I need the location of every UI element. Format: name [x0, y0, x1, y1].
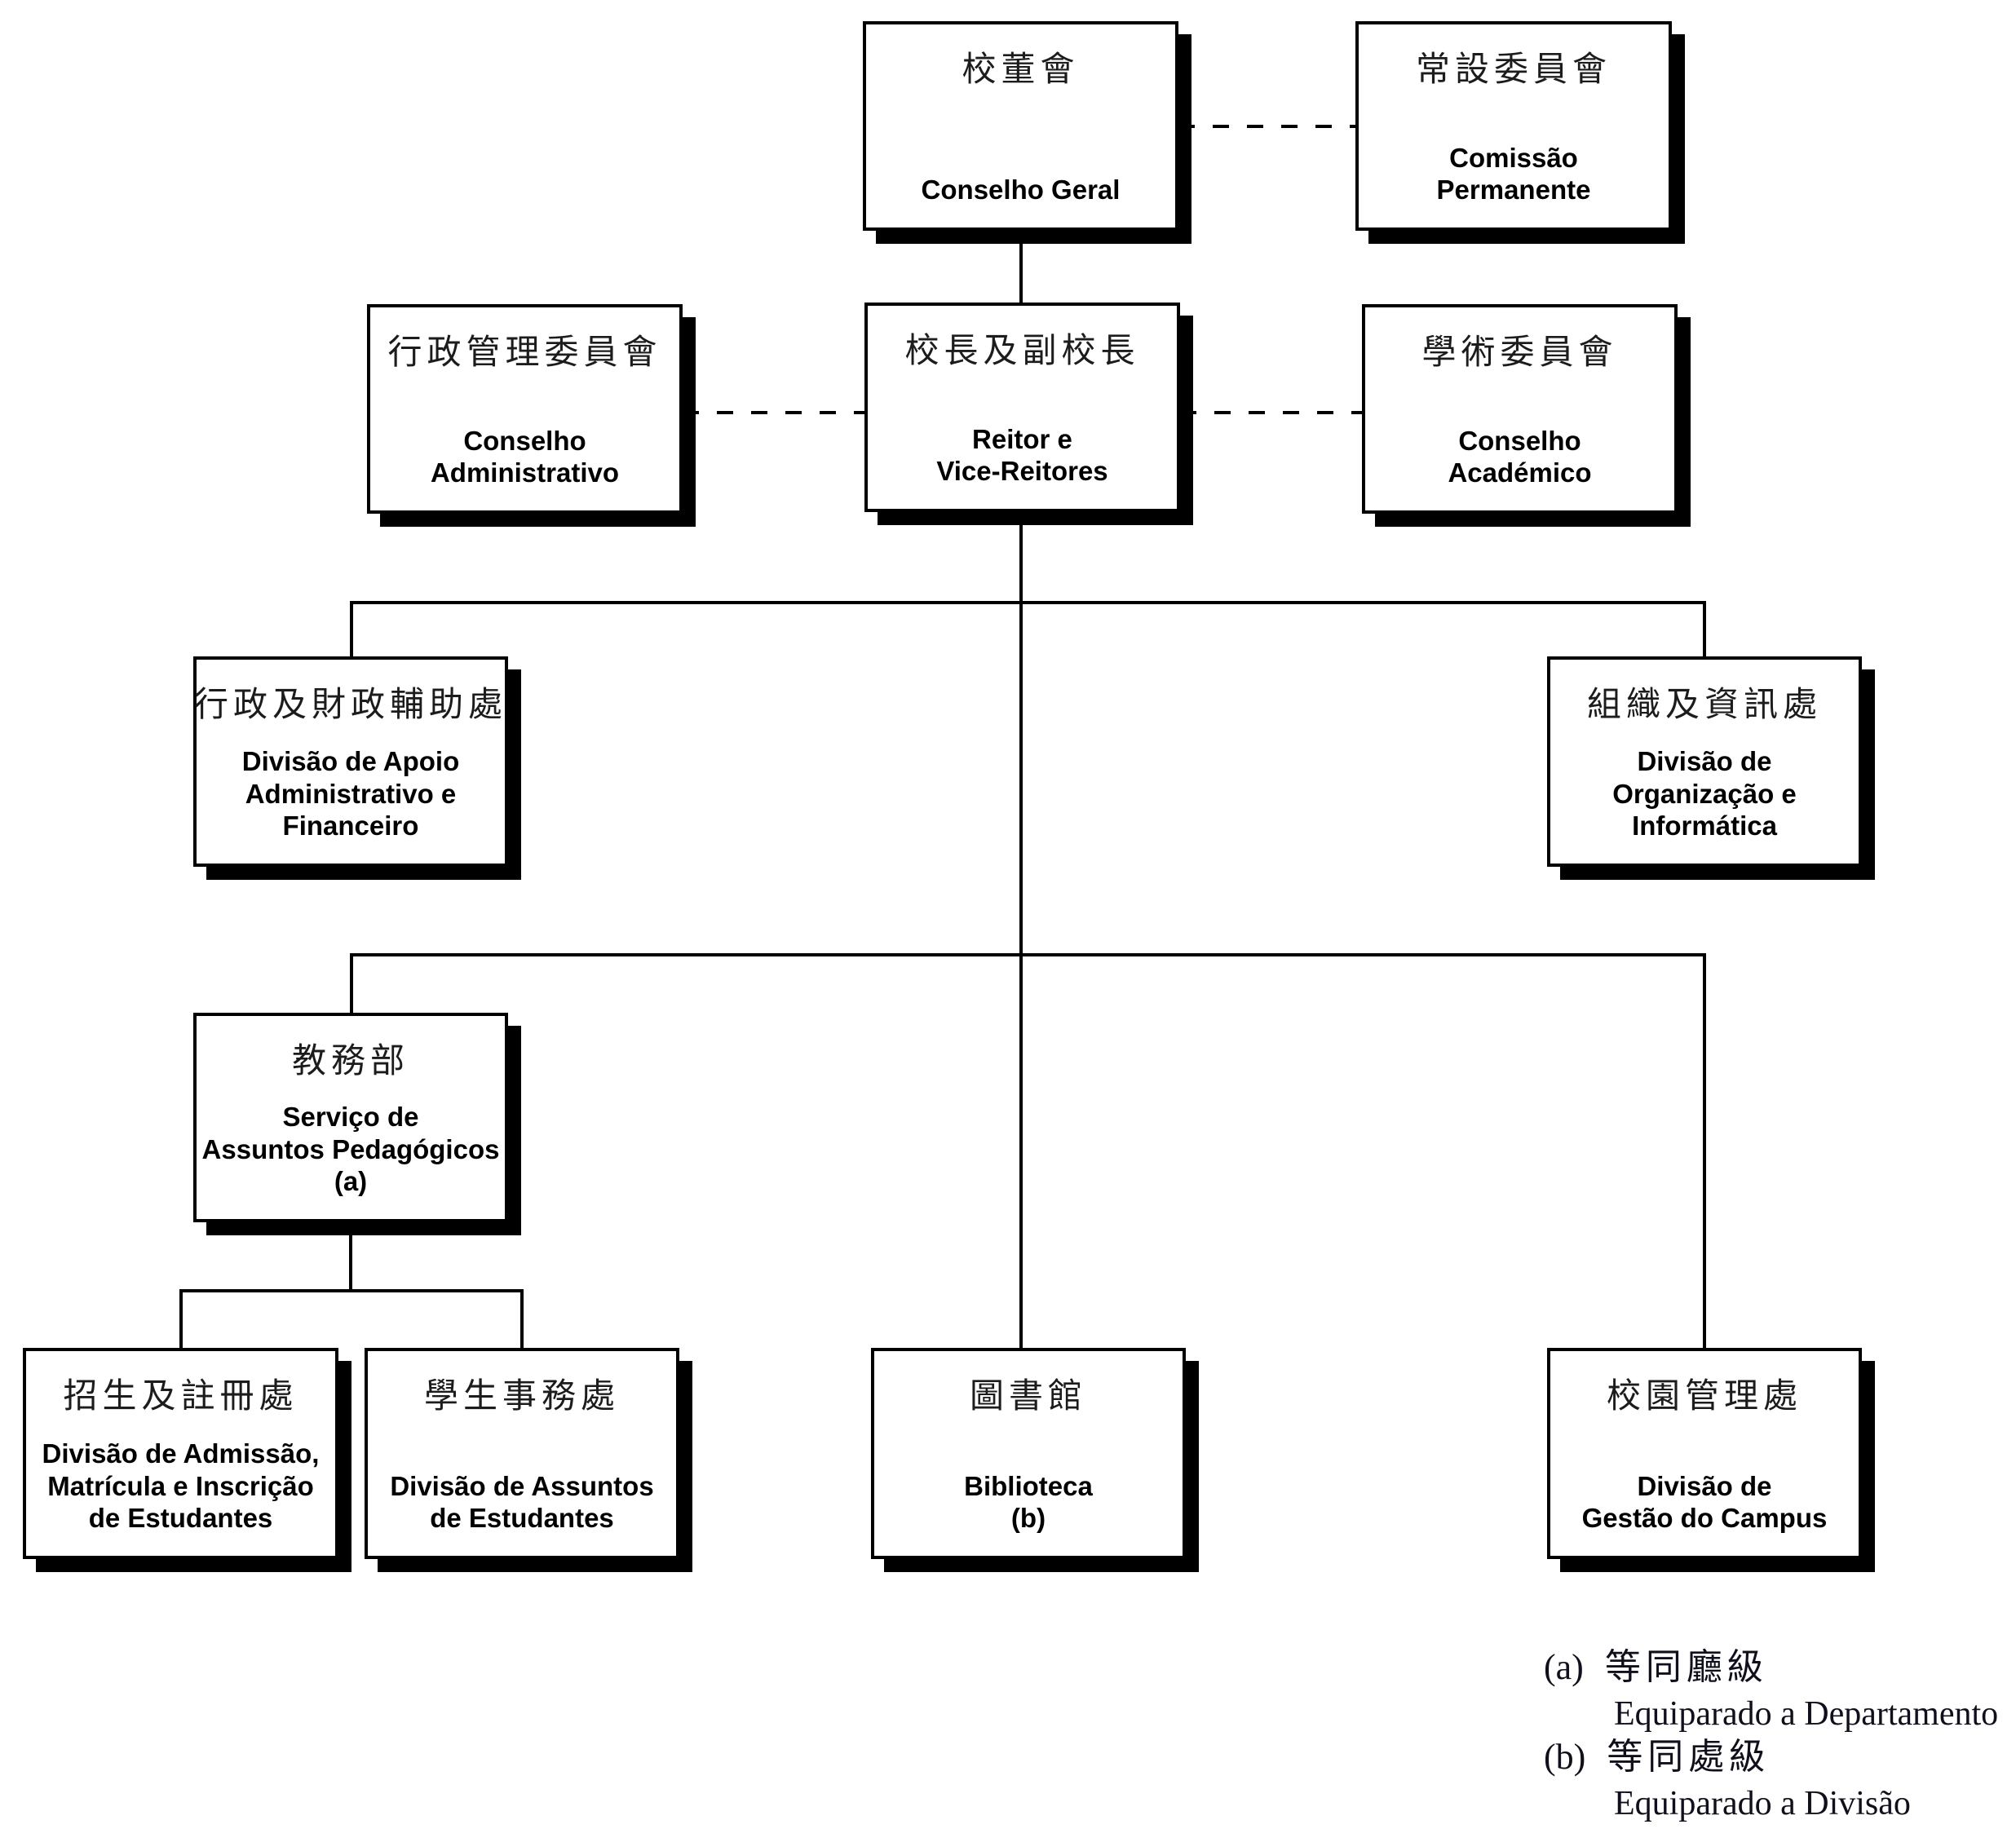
box-reitor-e-vice-reitores: 校長及副校長 Reitor e Vice-Reitores [864, 303, 1180, 512]
legend-item-b: (b) 等同處級 Equiparado a Divisão [1544, 1727, 1911, 1823]
box-divisao-assuntos-estudantes: 學生事務處 Divisão de Assuntos de Estudantes [365, 1348, 679, 1559]
legend-text-pt: Equiparado a Divisão [1614, 1785, 1911, 1822]
box-divisao-organizacao-informatica: 組織及資訊處 Divisão de Organização e Informát… [1547, 656, 1862, 867]
box-title-pt: Divisão de Organização e Informática [1612, 746, 1797, 841]
box-title-zh: 學術委員會 [1421, 333, 1618, 371]
legend-row: (b) 等同處級 [1544, 1727, 1911, 1779]
legend-marker: (a) [1544, 1647, 1584, 1687]
box-title-zh: 校董會 [962, 50, 1080, 88]
box-biblioteca: 圖書館 Biblioteca (b) [871, 1348, 1186, 1559]
box-title-pt: Divisão de Apoio Administrativo e Financ… [241, 746, 460, 841]
legend-row: (a) 等同廳級 [1544, 1637, 1998, 1690]
box-title-zh: 學生事務處 [423, 1376, 620, 1415]
box-divisao-admissao-matricula-inscricao: 招生及註冊處 Divisão de Admissão, Matrícula e … [23, 1348, 338, 1559]
box-comissao-permanente: 常設委員會 Comissão Permanente [1355, 21, 1672, 231]
box-divisao-apoio-administrativo-financeiro: 行政及財政輔助處 Divisão de Apoio Administrativo… [193, 656, 508, 867]
box-title-zh: 常設委員會 [1415, 50, 1611, 88]
box-title-pt: Biblioteca (b) [964, 1470, 1093, 1534]
legend-marker: (b) [1544, 1737, 1586, 1777]
box-divisao-gestao-campus: 校園管理處 Divisão de Gestão do Campus [1547, 1348, 1862, 1559]
box-title-zh: 招生及註冊處 [63, 1376, 298, 1415]
box-servico-assuntos-pedagogicos: 教務部 Serviço de Assuntos Pedagógicos (a) [193, 1013, 508, 1222]
box-title-pt: Divisão de Assuntos de Estudantes [390, 1470, 654, 1534]
box-title-pt: Conselho Administrativo [430, 425, 620, 488]
box-title-pt: Reitor e Vice-Reitores [936, 423, 1108, 487]
box-conselho-administrativo: 行政管理委員會 Conselho Administrativo [367, 304, 683, 514]
legend-text-zh: 等同處級 [1607, 1737, 1771, 1777]
box-title-zh: 教務部 [291, 1041, 409, 1080]
box-title-zh: 行政管理委員會 [387, 333, 662, 371]
box-conselho-geral: 校董會 Conselho Geral [863, 21, 1178, 231]
box-title-zh: 圖書館 [969, 1376, 1087, 1415]
box-title-zh: 校長及副校長 [904, 331, 1140, 369]
box-title-pt: Conselho Académico [1448, 425, 1592, 488]
legend-text-zh: 等同廳級 [1604, 1647, 1768, 1687]
box-title-pt: Serviço de Assuntos Pedagógicos (a) [201, 1102, 500, 1197]
box-conselho-academico: 學術委員會 Conselho Académico [1362, 304, 1678, 514]
box-title-zh: 行政及財政輔助處 [194, 685, 508, 723]
legend-text-pt: Equiparado a Departamento [1614, 1695, 1999, 1733]
box-title-pt: Conselho Geral [921, 174, 1121, 205]
legend-item-a: (a) 等同廳級 Equiparado a Departamento [1544, 1637, 1998, 1734]
box-title-pt: Comissão Permanente [1436, 142, 1591, 205]
box-title-pt: Divisão de Admissão, Matrícula e Inscriç… [42, 1438, 320, 1534]
box-title-zh: 組織及資訊處 [1586, 685, 1822, 723]
box-title-pt: Divisão de Gestão do Campus [1581, 1470, 1828, 1534]
box-title-zh: 校園管理處 [1606, 1376, 1802, 1415]
